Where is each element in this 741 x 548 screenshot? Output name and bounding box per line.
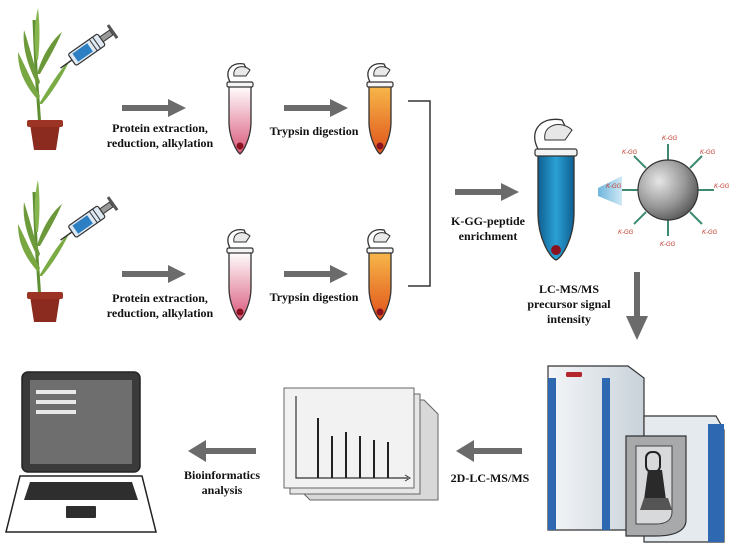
label-bioinformatics-line1: Bioinformatics: [184, 468, 260, 482]
antibody-beam: [598, 176, 622, 206]
label-protein-extraction-top-line1: Protein extraction,: [112, 121, 208, 135]
bead-tag-2: K-GG: [622, 150, 638, 156]
tube-blue-enrichment: [534, 118, 578, 261]
label-protein-extraction-bottom: Protein extraction, reduction, alkylatio…: [94, 291, 226, 321]
arrow-down-lcms: [626, 272, 648, 340]
label-bioinformatics: Bioinformatics analysis: [170, 468, 274, 498]
label-protein-extraction-top-line2: reduction, alkylation: [106, 136, 214, 150]
label-lcms-line2: precursor signal: [527, 297, 611, 311]
label-2d-lc-msms: 2D-LC-MS/MS: [450, 471, 530, 485]
label-lcms-precursor: LC-MS/MS precursor signal intensity: [514, 282, 624, 327]
bead-tag-8: K-GG: [660, 242, 676, 248]
plant-bottom: [16, 178, 72, 324]
label-protein-extraction-bottom-line2: reduction, alkylation: [106, 306, 214, 320]
tube-pink-top: [226, 63, 254, 155]
mass-spectrometer: [547, 365, 725, 543]
label-bioinformatics-line2: analysis: [201, 483, 243, 497]
bead-tag-5: K-GG: [714, 184, 730, 190]
merge-bracket: [408, 100, 431, 287]
bead-tag-1: K-GG: [662, 136, 678, 142]
label-protein-extraction-top: Protein extraction, reduction, alkylatio…: [94, 121, 226, 151]
bead-tag-4: K-GG: [606, 184, 622, 190]
label-trypsin-top: Trypsin digestion: [269, 124, 359, 138]
tube-orange-bottom: [366, 229, 394, 321]
tube-orange-top: [366, 63, 394, 155]
arrow-left-bioinformatics: [188, 440, 256, 462]
arrow-top-1: [122, 99, 186, 117]
label-protein-extraction-bottom-line1: Protein extraction,: [112, 291, 208, 305]
spectra-stack: [283, 387, 439, 501]
arrow-bottom-2: [284, 265, 348, 283]
bead-tag-7: K-GG: [702, 230, 718, 236]
laptop-icon: [5, 371, 157, 533]
label-lcms-line3: intensity: [546, 312, 591, 326]
arrow-left-2dlc: [456, 440, 522, 462]
tube-pink-bottom: [226, 229, 254, 321]
label-kgg-enrichment: K-GG-peptide enrichment: [436, 214, 540, 244]
bead-tag-6: K-GG: [618, 230, 634, 236]
arrow-top-2: [284, 99, 348, 117]
label-kgg-line2: enrichment: [458, 229, 518, 243]
plant-top: [16, 6, 72, 152]
label-kgg-line1: K-GG-peptide: [451, 214, 525, 228]
arrow-bottom-1: [122, 265, 186, 283]
arrow-enrichment: [455, 183, 519, 201]
label-lcms-line1: LC-MS/MS: [539, 282, 599, 296]
label-trypsin-bottom: Trypsin digestion: [269, 290, 359, 304]
antibody-bead: K-GG K-GG K-GG K-GG K-GG K-GG K-GG K-GG: [606, 136, 730, 248]
bead-tag-3: K-GG: [700, 150, 716, 156]
